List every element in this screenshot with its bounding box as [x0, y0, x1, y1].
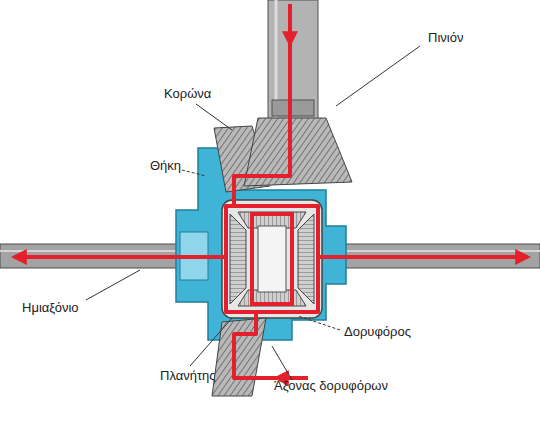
part-label: Άξονας δορυφόρων [274, 378, 388, 393]
power-flow-arrow [288, 14, 292, 44]
part-label: Δορυφόρος [344, 324, 411, 339]
side-gear-right [298, 214, 314, 304]
power-flow-line [252, 214, 292, 304]
power-flow-arrow [318, 255, 528, 259]
part-label: Θήκη [150, 158, 181, 173]
leader-line [190, 318, 232, 366]
leader-line [86, 270, 140, 300]
gear-carrier [222, 200, 322, 318]
leader-line [272, 346, 292, 380]
pinion-shaft [268, 0, 318, 124]
leader-line [182, 170, 206, 176]
leader-line [336, 46, 420, 106]
power-flow-line [226, 4, 318, 312]
power-flow-line [234, 312, 308, 378]
side-gear-left [230, 214, 246, 304]
planet-shaft [258, 226, 286, 292]
part-label: Πλανήτης [160, 368, 216, 383]
power-flow-arrow [14, 255, 226, 259]
pinion-collar [272, 100, 314, 116]
leader-line [298, 316, 340, 330]
leader-line [196, 104, 232, 130]
part-label: Κορώνα [164, 86, 211, 101]
part-label: Πινιόν [428, 30, 463, 45]
part-label: Ημιαξόνιο [22, 300, 79, 315]
